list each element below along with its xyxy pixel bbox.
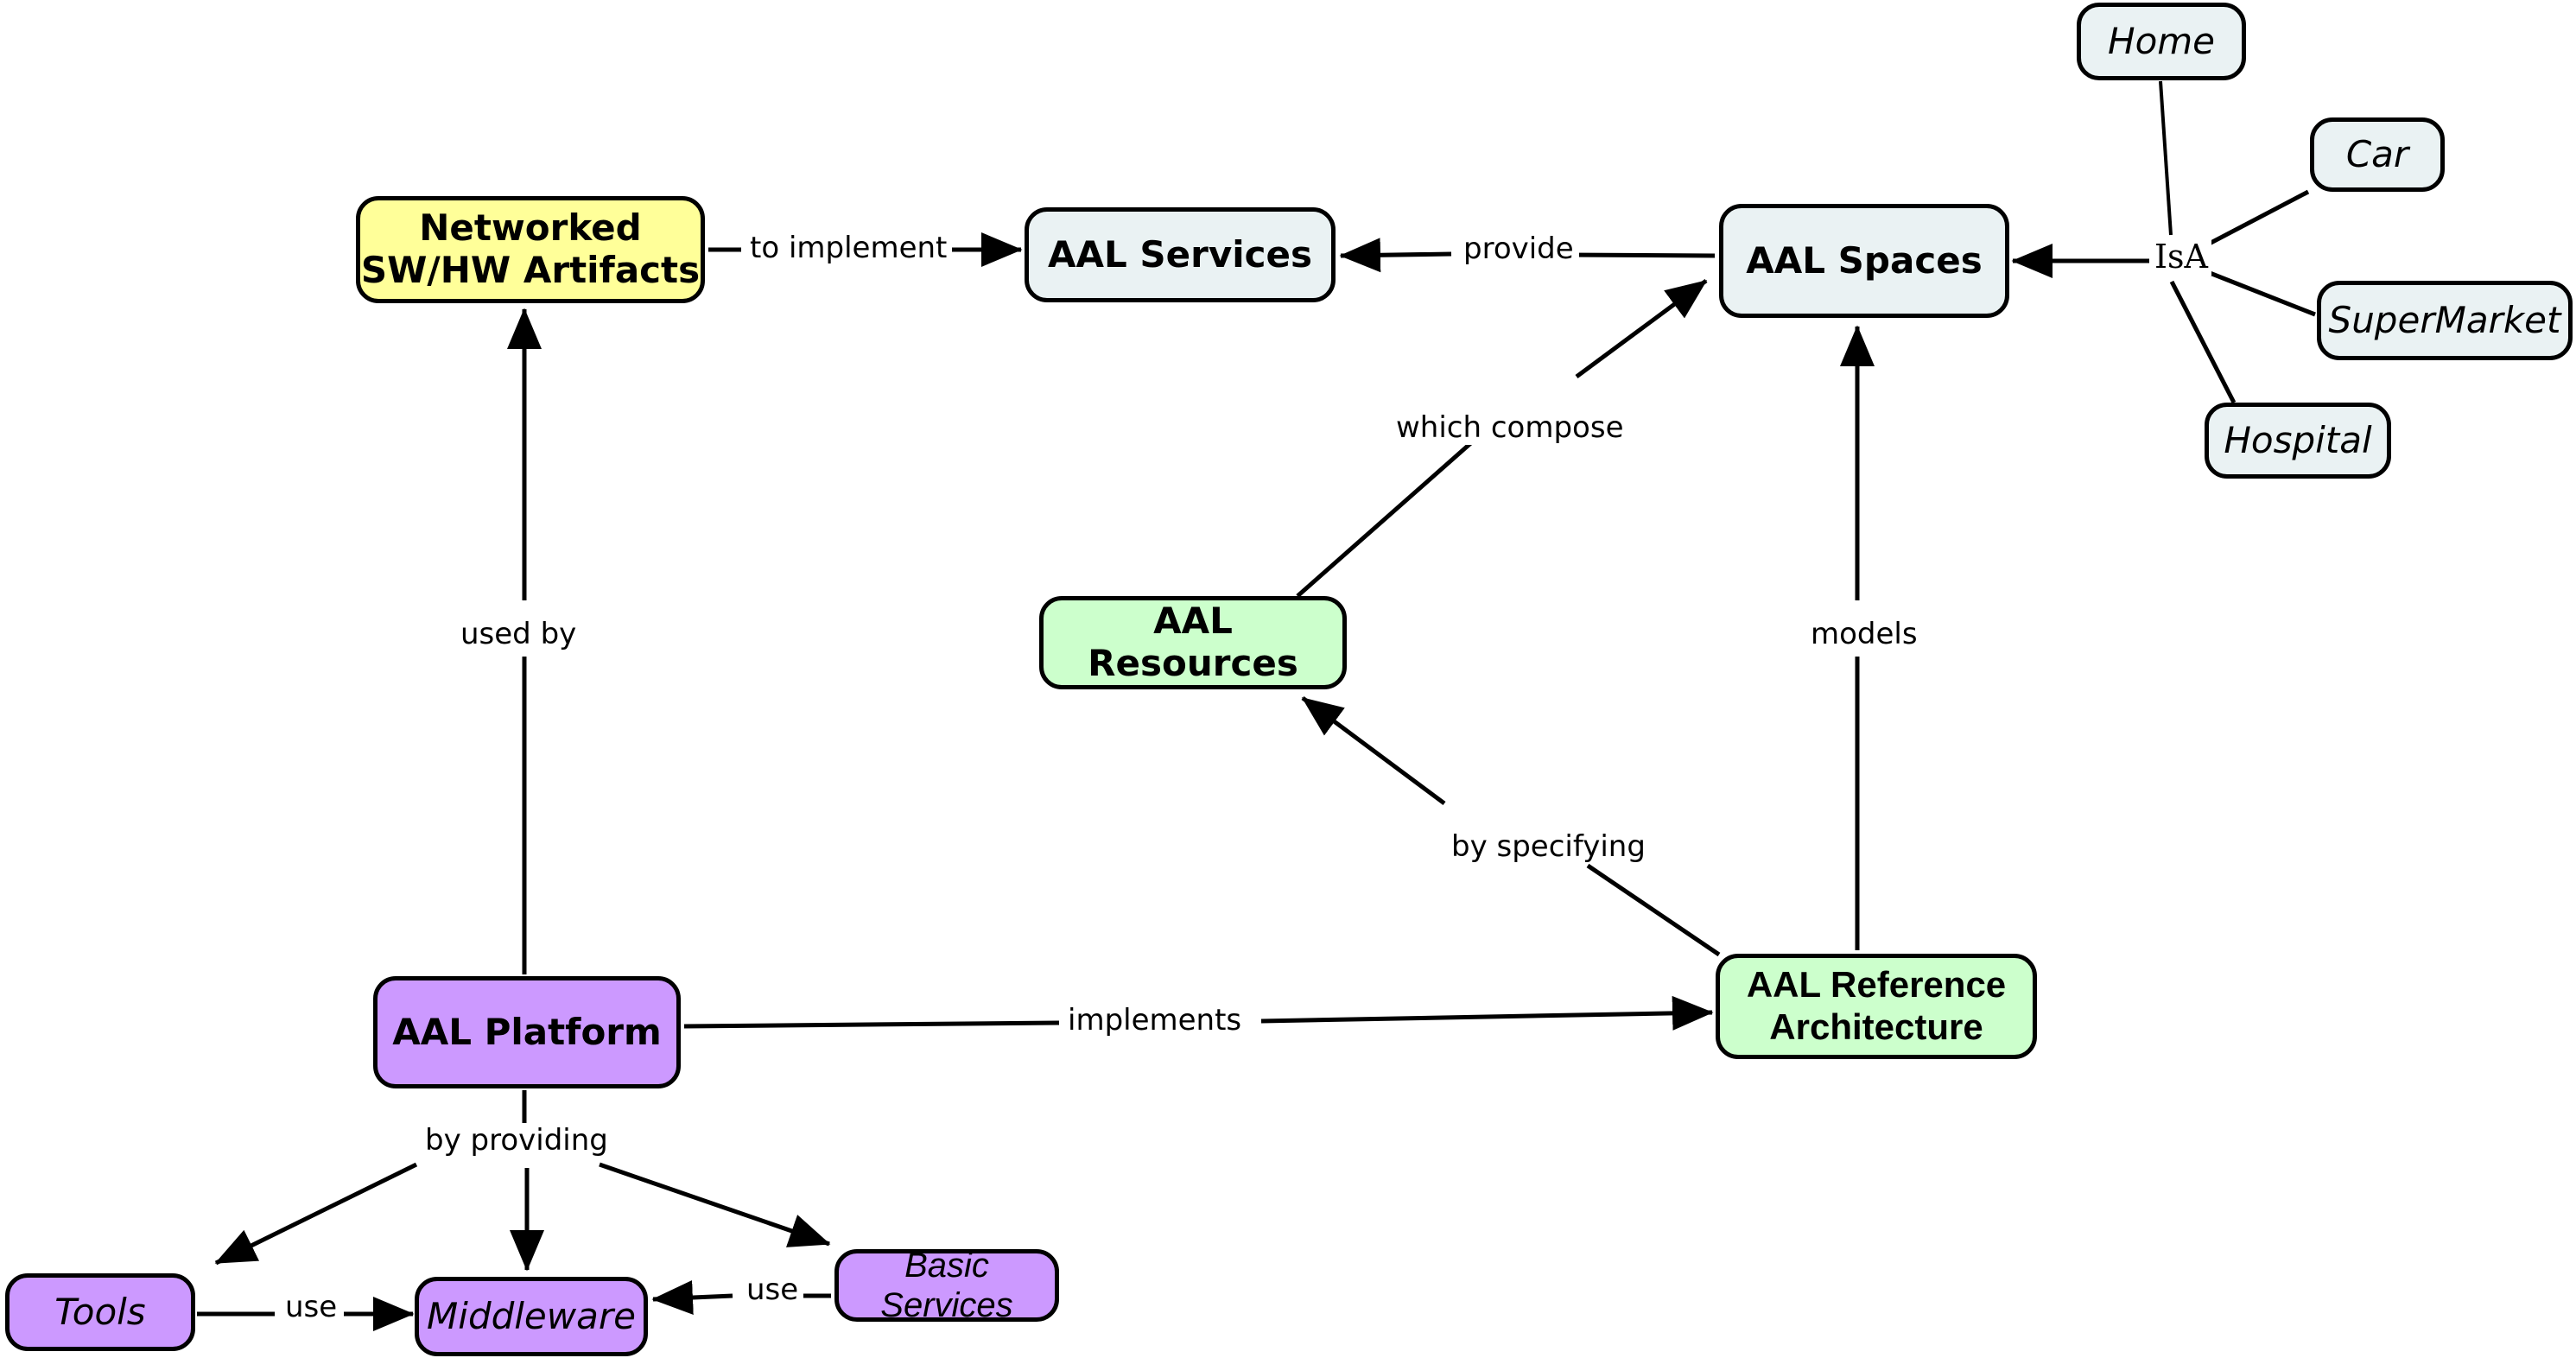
edge-label-by-specifying: by specifying xyxy=(1446,829,1651,864)
node-basic-services[interactable]: Basic Services xyxy=(834,1247,1059,1324)
node-networked-sw-hw-artifacts[interactable]: Networked SW/HW Artifacts xyxy=(356,196,705,303)
node-aal-services[interactable]: AAL Services xyxy=(1025,207,1336,302)
relay-label: IsA xyxy=(2154,238,2208,276)
node-aal-platform[interactable]: AAL Platform xyxy=(373,976,681,1088)
node-label: Hospital xyxy=(2224,418,2372,461)
edge-car-isa xyxy=(2198,189,2310,251)
edge-refarch-spec-resources xyxy=(1301,695,1721,957)
node-hospital[interactable]: Hospital xyxy=(2205,403,2391,479)
edge-label-text: implements xyxy=(1068,1003,1242,1038)
edge-resources-compose-spaces xyxy=(1296,278,1708,598)
edge-label-text: used by xyxy=(460,617,577,651)
edge-label-text: provide xyxy=(1463,232,1574,266)
edge-label-by-providing: by providing xyxy=(420,1123,613,1158)
edge-label-text: use xyxy=(746,1272,799,1307)
edge-label-text: which compose xyxy=(1396,410,1624,445)
node-label: Basic Services xyxy=(880,1246,1013,1324)
node-label: AAL Spaces xyxy=(1746,238,1983,282)
edge-hospital-isa xyxy=(2169,280,2237,404)
edge-label-to-implement: to implement xyxy=(745,231,953,265)
edge-label-implements: implements xyxy=(1063,1003,1247,1038)
node-label: AAL Services xyxy=(1048,232,1312,276)
node-label: Home xyxy=(2107,19,2216,62)
edge-label-provide: provide xyxy=(1458,232,1579,266)
edge-label-use-basic: use xyxy=(741,1272,804,1307)
node-label-line2: SW/HW Artifacts xyxy=(360,249,701,291)
node-home[interactable]: Home xyxy=(2077,3,2246,80)
node-tools[interactable]: Tools xyxy=(5,1273,195,1351)
edge-home-isa xyxy=(2159,80,2173,236)
edge-platform-provides-basic xyxy=(599,1162,831,1247)
node-label: AAL Resources xyxy=(1088,600,1298,684)
node-aal-resources[interactable]: AAL Resources xyxy=(1039,596,1347,689)
node-label: SuperMarket xyxy=(2328,298,2561,341)
edge-label-use-tools: use xyxy=(280,1290,343,1324)
node-car[interactable]: Car xyxy=(2310,117,2445,192)
edge-label-text: by specifying xyxy=(1451,829,1646,864)
node-aal-reference-architecture[interactable]: AAL Reference Architecture xyxy=(1716,954,2037,1059)
edge-label-used-by: used by xyxy=(455,617,582,651)
node-label-line1: Networked xyxy=(419,206,642,250)
edge-market-isa xyxy=(2200,267,2316,317)
node-label: AAL Reference Architecture xyxy=(1747,964,2006,1048)
edge-label-text: use xyxy=(285,1290,338,1324)
node-label: Tools xyxy=(54,1290,146,1333)
edge-platform-provides-tools xyxy=(214,1162,418,1266)
node-label-line2: Architecture xyxy=(1769,1006,1983,1047)
edge-spaces-provide-services xyxy=(1339,238,1716,273)
edge-label-text: by providing xyxy=(425,1123,608,1158)
node-supermarket[interactable]: SuperMarket xyxy=(2317,281,2573,360)
relay-node-isa[interactable]: IsA xyxy=(2151,238,2211,276)
edge-platform-implements-refarch xyxy=(683,995,1714,1031)
node-label: Networked SW/HW Artifacts xyxy=(360,206,701,291)
edge-label-text: to implement xyxy=(750,231,948,265)
node-middleware[interactable]: Middleware xyxy=(415,1277,648,1356)
node-label: Car xyxy=(2345,132,2409,175)
edge-label-models: models xyxy=(1805,617,1923,651)
node-aal-spaces[interactable]: AAL Spaces xyxy=(1719,204,2009,318)
edge-label-text: models xyxy=(1811,617,1918,651)
edge-label-which-compose: which compose xyxy=(1391,410,1629,445)
node-label-line1: AAL Reference xyxy=(1746,964,2007,1006)
node-label: AAL Platform xyxy=(392,1010,662,1053)
node-label: Middleware xyxy=(427,1294,636,1337)
